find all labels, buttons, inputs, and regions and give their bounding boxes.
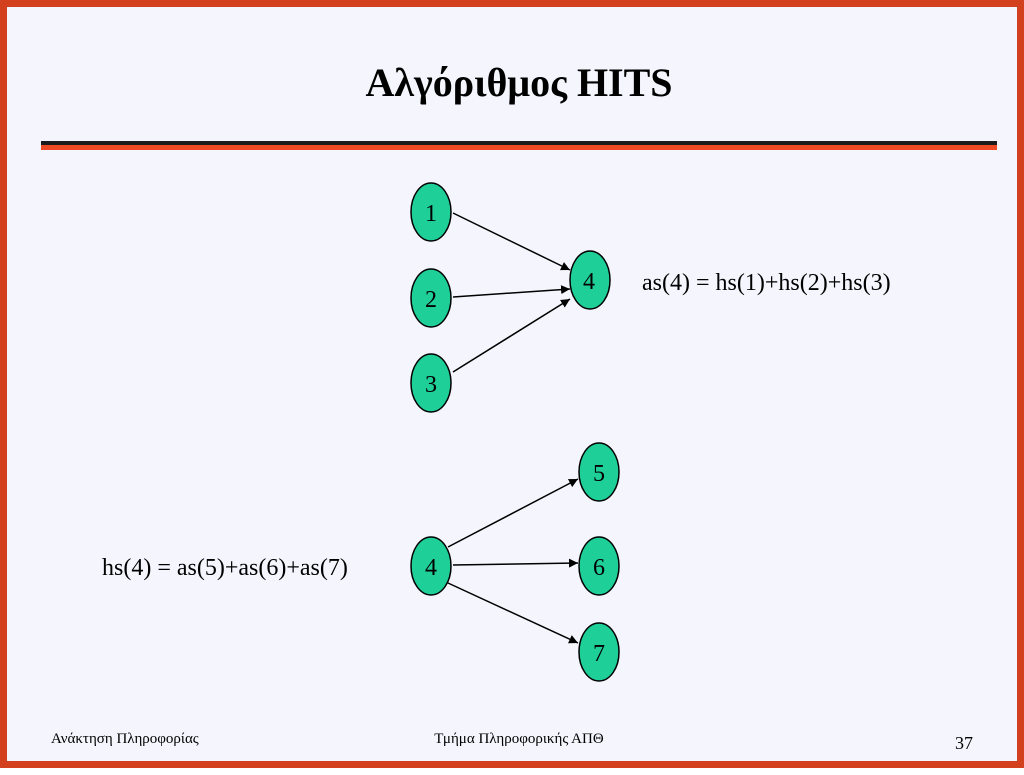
title-rule-red — [41, 145, 997, 150]
edge-4-to-7 — [447, 582, 579, 644]
node-bottom-7-label: 7 — [593, 641, 605, 667]
node-top-4-label: 4 — [583, 269, 595, 295]
node-bottom-6-label: 6 — [593, 555, 605, 581]
hub-formula: hs(4) = as(5)+as(6)+as(7) — [102, 555, 348, 581]
hits-diagram: 1 2 3 4 4 5 6 — [410, 182, 620, 682]
slide-title: Αλγόριθμος HITS — [365, 60, 673, 105]
node-top-2-label: 2 — [425, 287, 437, 313]
node-bottom-4: 4 — [410, 536, 452, 596]
node-top-2: 2 — [410, 268, 452, 328]
title-rule-dark — [41, 141, 997, 145]
page-number: 37 — [955, 733, 973, 753]
footer-course-name: Ανάκτηση Πληροφορίας — [51, 731, 199, 747]
node-bottom-5: 5 — [578, 442, 620, 502]
node-bottom-5-label: 5 — [593, 461, 605, 487]
node-bottom-7: 7 — [578, 622, 620, 682]
authority-formula: as(4) = hs(1)+hs(2)+hs(3) — [642, 270, 891, 296]
edge-3-to-4 — [452, 298, 571, 373]
node-top-1-label: 1 — [425, 201, 437, 227]
node-top-4: 4 — [569, 250, 611, 310]
edge-4-to-6 — [452, 558, 579, 568]
edge-4-to-5 — [447, 478, 579, 548]
node-bottom-4-label: 4 — [425, 555, 437, 581]
node-bottom-6: 6 — [578, 536, 620, 596]
node-top-3-label: 3 — [425, 372, 437, 398]
footer-department: Τμήμα Πληροφορικής ΑΠΘ — [434, 731, 604, 747]
node-top-1: 1 — [410, 182, 452, 242]
node-top-3: 3 — [410, 353, 452, 413]
edge-1-to-4 — [452, 212, 571, 271]
edge-2-to-4 — [452, 285, 571, 298]
